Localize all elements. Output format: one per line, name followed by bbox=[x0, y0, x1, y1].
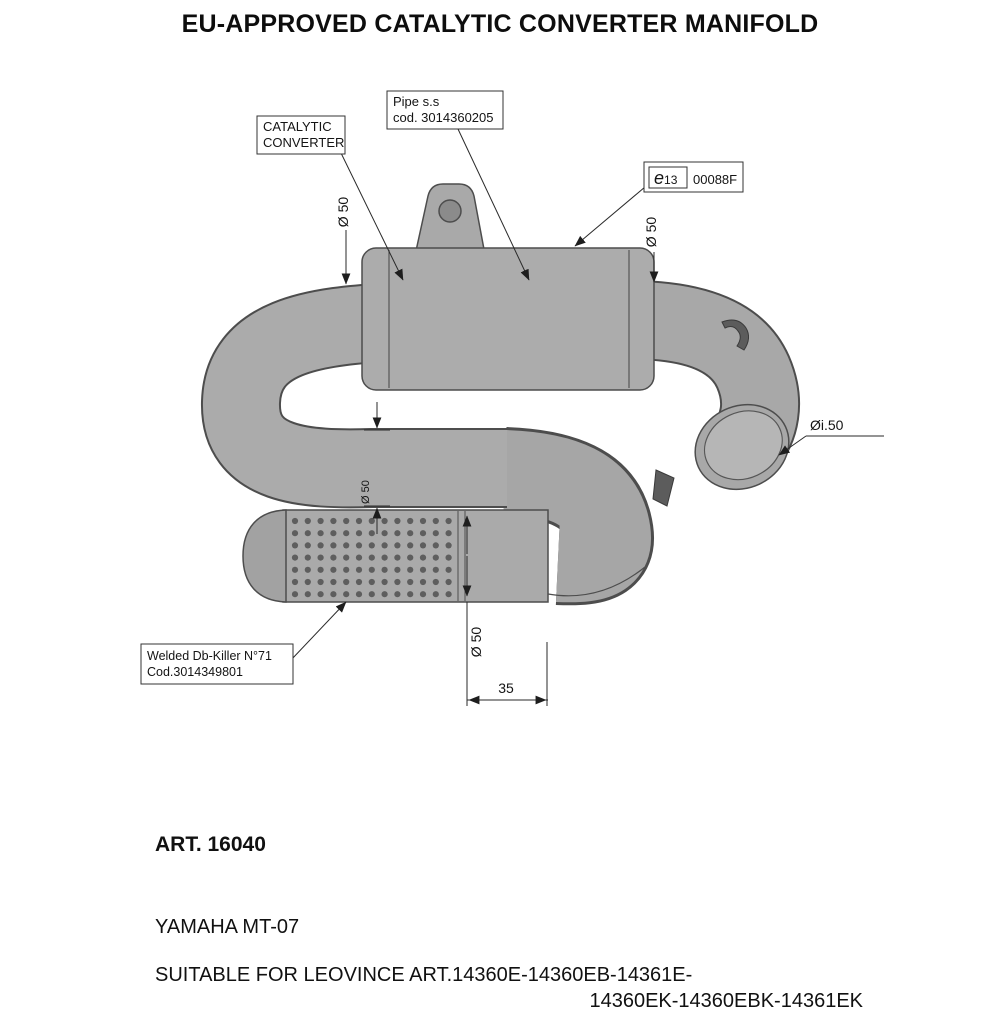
suitable-line2: 14360EK-14360EBK-14361EK bbox=[589, 990, 863, 1012]
outlet-opening-bore bbox=[703, 410, 783, 481]
label-pipe: Pipe s.s cod. 3014360205 bbox=[386, 90, 504, 130]
leader-lines bbox=[290, 128, 646, 661]
model-name: YAMAHA MT-07 bbox=[155, 916, 300, 938]
db-killer-perforations bbox=[291, 517, 452, 598]
label-catalytic-line2: CONVERTER bbox=[263, 135, 344, 150]
label-db-killer: Welded Db-Killer N°71 Cod.3014349801 bbox=[140, 643, 294, 685]
approval-code: 00088F bbox=[693, 172, 737, 187]
dim-line bbox=[778, 435, 807, 456]
end-cap-cone bbox=[242, 509, 287, 603]
mounting-hook bbox=[721, 319, 750, 351]
front-pipe bbox=[203, 284, 507, 507]
page-title: EU-APPROVED CATALYTIC CONVERTER MANIFOLD bbox=[181, 10, 819, 38]
dim-outlet-inner-dia: Øi.50 bbox=[810, 417, 844, 433]
leader-catalytic bbox=[340, 152, 404, 281]
bracket-hole bbox=[438, 199, 462, 223]
leader-db-killer bbox=[290, 601, 347, 661]
dim-muffler-inlet-dia: Ø 50 bbox=[335, 197, 351, 228]
leader-pipe bbox=[457, 128, 530, 281]
label-catalytic-converter: CATALYTIC CONVERTER bbox=[256, 115, 346, 155]
exhaust-assembly bbox=[201, 183, 801, 606]
label-approval-emark: e13 00088F bbox=[643, 161, 744, 193]
dim-end-pipe-dia: Ø 50 bbox=[468, 627, 484, 658]
label-pipe-line1: Pipe s.s bbox=[393, 94, 440, 109]
emark-text: e13 bbox=[654, 168, 678, 188]
label-pipe-line2: cod. 3014360205 bbox=[393, 110, 493, 125]
dim-mid-pipe-dia: Ø 50 bbox=[360, 480, 372, 504]
label-db-killer-line2: Cod.3014349801 bbox=[147, 665, 243, 679]
leader-emark bbox=[574, 186, 646, 247]
suitable-for-text: SUITABLE FOR LEOVINCE ART.14360E-14360EB… bbox=[155, 962, 863, 1014]
dimension-lines bbox=[341, 230, 884, 706]
dim-outlet-pipe-dia: Ø 50 bbox=[643, 217, 659, 248]
suitable-line1: SUITABLE FOR LEOVINCE ART.14360E-14360EB… bbox=[155, 964, 693, 986]
label-db-killer-line1: Welded Db-Killer N°71 bbox=[147, 649, 272, 663]
article-number: ART. 16040 bbox=[155, 833, 266, 856]
dim-end-length: 35 bbox=[498, 680, 514, 696]
end-pipe-body bbox=[282, 509, 549, 603]
lower-bend-pipe bbox=[502, 430, 651, 603]
bend-seam-line bbox=[547, 566, 646, 597]
spring-clamp bbox=[652, 469, 675, 507]
label-catalytic-line1: CATALYTIC bbox=[263, 119, 332, 134]
catalytic-converter-body bbox=[361, 247, 655, 391]
